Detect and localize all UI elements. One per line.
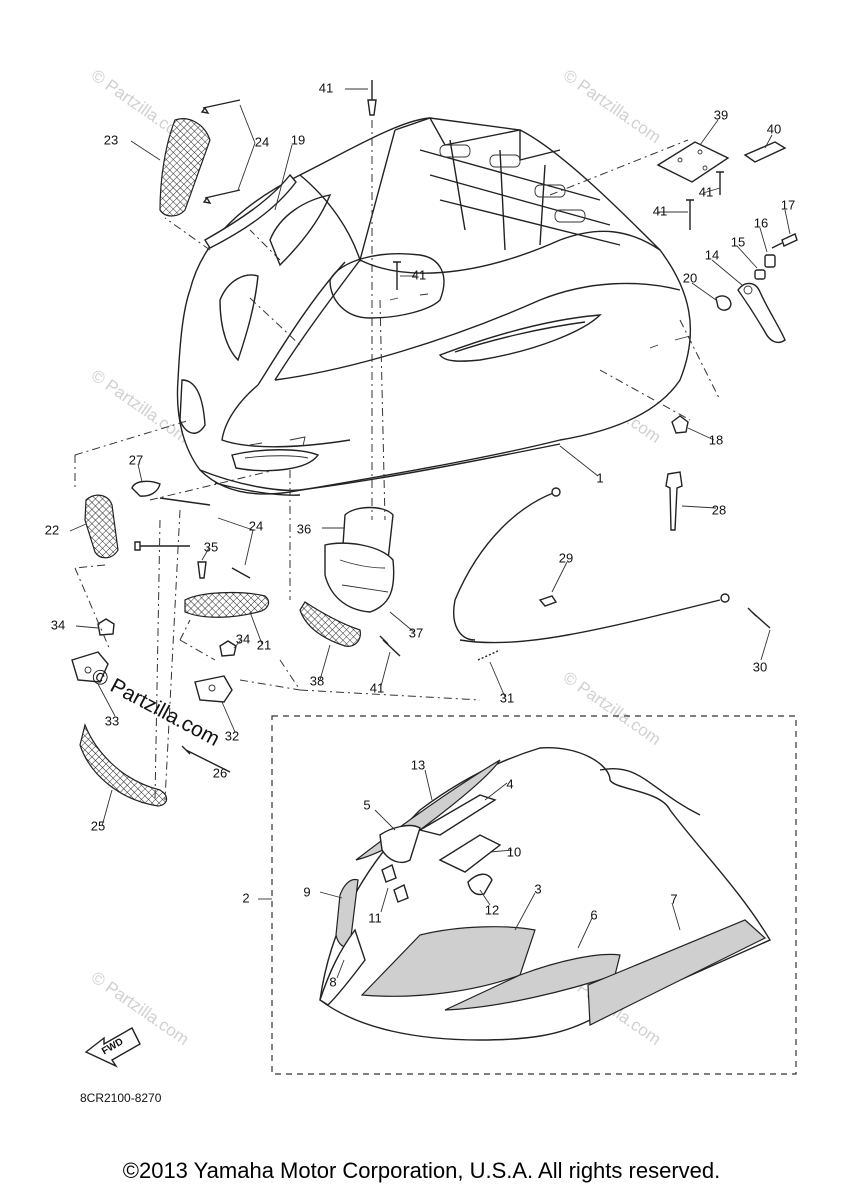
part-1-hood (176, 117, 692, 496)
part-label-24: 24 (255, 134, 269, 149)
part-label-31: 31 (500, 690, 514, 705)
part-label-1: 1 (596, 470, 603, 485)
part-2-decal-hood (319, 747, 772, 1041)
part-label-21: 21 (257, 637, 271, 652)
part-label-40: 40 (767, 121, 781, 136)
part-label-41: 41 (699, 184, 713, 199)
part-label-19: 19 (291, 132, 305, 147)
part-label-33: 33 (105, 713, 119, 728)
part-23-mesh-panel (159, 99, 241, 217)
part-21-mesh-plate (184, 591, 270, 618)
copyright-footer: ©2013 Yamaha Motor Corporation, U.S.A. A… (122, 1158, 721, 1183)
part-label-29: 29 (559, 550, 573, 565)
watermark-text: © Partzilla.com (560, 668, 665, 749)
diagram-code: 8CR2100-8270 (80, 1091, 162, 1105)
watermark-main: © Partzilla.com (88, 664, 224, 751)
part-18-nut (671, 415, 689, 434)
part-label-9: 9 (303, 884, 310, 899)
part-34-nuts (97, 618, 237, 657)
part-label-41: 41 (370, 680, 384, 695)
part-label-2: 2 (242, 890, 249, 905)
part-label-18: 18 (709, 432, 723, 447)
part-14-latch (737, 282, 786, 344)
part-label-7: 7 (670, 891, 677, 906)
watermark-text: © Partzilla.com (88, 968, 193, 1049)
part-37-panel (324, 542, 395, 613)
part-label-28: 28 (712, 502, 726, 517)
part-label-32: 32 (225, 728, 239, 743)
part-label-20: 20 (683, 270, 697, 285)
part-label-14: 14 (705, 247, 719, 262)
cable-29-31 (453, 487, 771, 661)
part-label-6: 6 (590, 907, 597, 922)
part-label-10: 10 (507, 844, 521, 859)
watermark-text: © Partzilla.com (88, 366, 193, 447)
part-15-16-17-fasteners (754, 233, 798, 280)
part-39-plate (656, 141, 730, 183)
part-label-22: 22 (45, 522, 59, 537)
part-label-26: 26 (213, 765, 227, 780)
part-label-13: 13 (411, 757, 425, 772)
part-label-16: 16 (754, 215, 768, 230)
part-label-4: 4 (506, 776, 513, 791)
leader-lines (69, 88, 791, 827)
part-19-strip (204, 173, 297, 249)
part-27-clip (131, 480, 161, 497)
part-label-15: 15 (731, 234, 745, 249)
part-38-mesh-vent (299, 601, 361, 647)
part-label-5: 5 (363, 797, 370, 812)
part-label-12: 12 (485, 902, 499, 917)
part-label-37: 37 (409, 625, 423, 640)
part-label-23: 23 (104, 132, 118, 147)
part-41-rivets (367, 80, 724, 657)
part-33-bracket (71, 651, 109, 683)
part-label-27: 27 (129, 452, 143, 467)
part-label-34: 34 (51, 617, 65, 632)
part-25-mesh-side (79, 723, 168, 807)
part-label-8: 8 (329, 974, 336, 989)
part-label-30: 30 (753, 659, 767, 674)
part-label-41: 41 (653, 203, 667, 218)
part-label-25: 25 (91, 818, 105, 833)
part-label-35: 35 (204, 539, 218, 554)
part-label-39: 39 (714, 107, 728, 122)
part-28-strap (665, 471, 683, 531)
part-label-17: 17 (781, 197, 795, 212)
part-label-34: 34 (236, 631, 250, 646)
part-label-24: 24 (249, 518, 263, 533)
part-20-grommet (715, 295, 732, 311)
part-24-rivet-lower (159, 497, 251, 579)
part-35-screw (134, 541, 207, 579)
part-label-41: 41 (319, 80, 333, 95)
part-22-mesh-light (84, 494, 119, 559)
fwd-arrow-icon (84, 1027, 141, 1068)
part-26-rivet (181, 745, 231, 773)
part-2-decal-set-box (258, 715, 797, 1075)
part-32-bracket (194, 675, 233, 703)
part-40-bracket (743, 141, 787, 163)
part-label-36: 36 (297, 521, 311, 536)
part-label-3: 3 (534, 881, 541, 896)
watermark-text: © Partzilla.com (560, 66, 665, 147)
part-label-41: 41 (412, 267, 426, 282)
part-label-38: 38 (310, 673, 324, 688)
part-label-11: 11 (368, 910, 382, 925)
